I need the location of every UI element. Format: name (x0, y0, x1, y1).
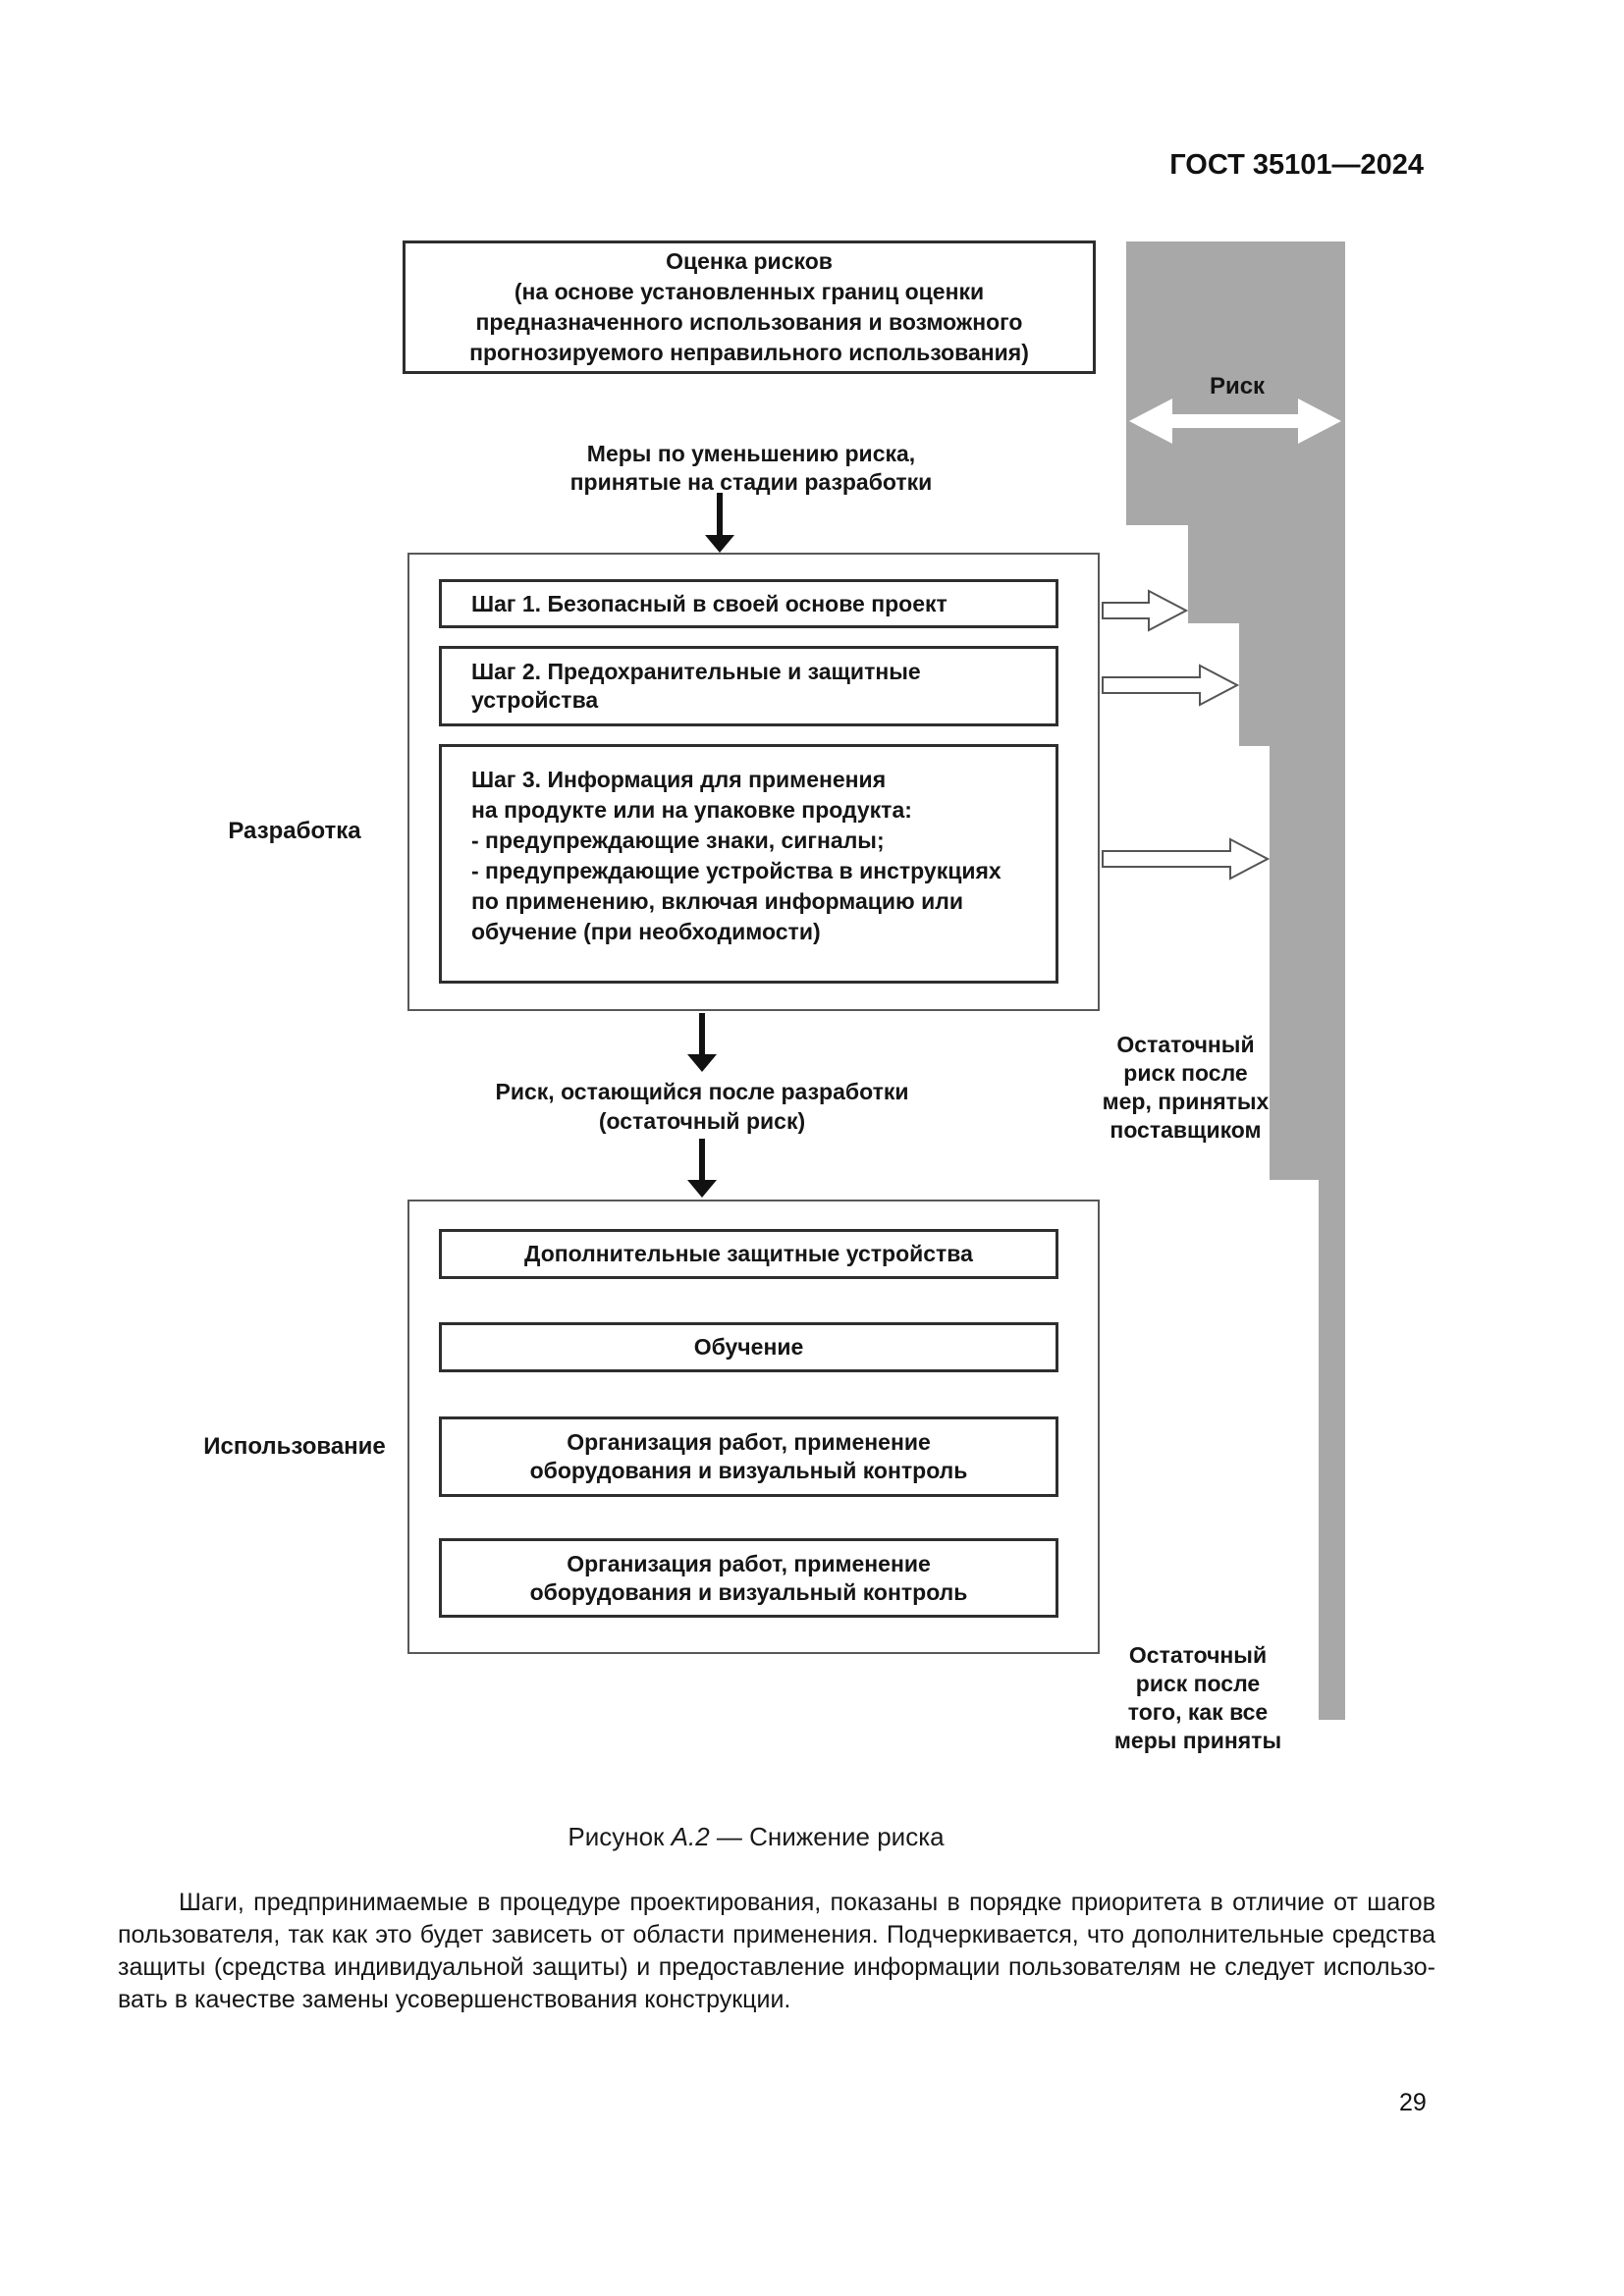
additional-protection-box: Дополнительные защитные устройства (439, 1229, 1058, 1279)
risk-width-label: Риск (1209, 373, 1266, 400)
work-organization-line: Организация работ, применение (567, 1429, 931, 1455)
risk-assessment-line: Оценка рисков (666, 248, 833, 274)
final-residual-line: риск после (1135, 1671, 1261, 1696)
figure-caption-prefix: Рисунок (568, 1822, 672, 1851)
development-stage-label: Разработка (228, 818, 361, 844)
down-arrow-icon (705, 493, 734, 553)
step2-box: Шаг 2. Предохранительные и защитные устр… (439, 646, 1058, 726)
step1-box: Шаг 1. Безопасный в своей основе проект (439, 579, 1058, 628)
risk-bar-step-3 (1239, 623, 1345, 746)
work-organization-box-2: Организация работ, применение оборудован… (439, 1538, 1058, 1618)
work-organization-box-1: Организация работ, применение оборудован… (439, 1416, 1058, 1497)
training-label: Обучение (693, 1334, 804, 1360)
step3-line: - предупреждающие устройства в инструкци… (471, 858, 1001, 883)
measures-line: принятые на стадии разработки (569, 469, 933, 495)
supplier-residual-line: риск после (1123, 1060, 1248, 1086)
final-residual-line: Остаточный (1128, 1642, 1268, 1668)
risk-bar-step-5 (1319, 1180, 1345, 1720)
body-paragraph: Шаги, предпринимаемые в процедуре проект… (118, 1887, 1435, 2016)
risk-assessment-line: (на основе установленных границ оценки (514, 279, 985, 304)
down-arrow-icon (687, 1139, 717, 1198)
residual-after-dev-line: Риск, остающийся после разработки (495, 1079, 909, 1104)
risk-assessment-line: прогнозируемого неправильного использова… (469, 340, 1029, 365)
paragraph-line: пользователя, так как это будет зависеть… (118, 1921, 1435, 1949)
risk-assessment-box: Оценка рисков (на основе установленных г… (403, 240, 1096, 374)
risk-double-arrow-icon (1129, 399, 1341, 444)
final-residual-line: того, как все (1127, 1699, 1269, 1725)
residual-after-dev-text: Риск, остающийся после разработки (остат… (476, 1077, 928, 1136)
use-stage-label: Использование (203, 1433, 386, 1460)
measures-line: Меры по уменьшению риска, (586, 441, 916, 466)
final-residual-line: меры приняты (1113, 1728, 1282, 1753)
final-residual-text: Остаточный риск после того, как все меры… (1105, 1641, 1291, 1755)
paragraph-line: вать в качестве замены усовершенствовани… (118, 1986, 791, 2013)
step3-line: - предупреждающие знаки, сигналы; (471, 828, 885, 853)
figure-caption-suffix: — Снижение риска (709, 1822, 945, 1851)
risk-bar-step-2 (1188, 525, 1345, 623)
supplier-residual-line: мер, принятых (1102, 1089, 1270, 1114)
down-arrow-icon (687, 1013, 717, 1072)
supplier-residual-line: Остаточный (1116, 1032, 1255, 1057)
step3-line: по применению, включая информацию или (471, 888, 963, 914)
training-box: Обучение (439, 1322, 1058, 1372)
measures-text: Меры по уменьшению риска, принятые на ст… (530, 440, 972, 497)
figure-caption-id: А.2 (671, 1822, 710, 1851)
step3-line: обучение (при необходимости) (471, 919, 821, 944)
risk-reduction-arrow-2-icon (1102, 664, 1239, 707)
step3-line: Шаг 3. Информация для применения (471, 767, 887, 792)
supplier-residual-line: поставщиком (1110, 1117, 1262, 1143)
paragraph-line: защиты (средства индивидуальной защиты) … (118, 1953, 1435, 1981)
step2-line: устройства (471, 687, 599, 713)
step2-line: Шаг 2. Предохранительные и защитные (471, 659, 921, 684)
risk-assessment-line: предназначенного использования и возможн… (475, 309, 1023, 335)
risk-reduction-arrow-1-icon (1102, 589, 1188, 632)
risk-bar-step-4 (1270, 746, 1345, 1180)
page-header: ГОСТ 35101—2024 (1169, 149, 1424, 181)
step1-label: Шаг 1. Безопасный в своей основе проект (471, 590, 947, 616)
page-number: 29 (1399, 2089, 1427, 2116)
additional-protection-label: Дополнительные защитные устройства (524, 1241, 973, 1266)
risk-bar-step-1 (1126, 241, 1345, 525)
use-container (407, 1200, 1100, 1654)
risk-reduction-arrow-3-icon (1102, 837, 1270, 881)
step3-line: на продукте или на упаковке продукта: (471, 797, 912, 823)
residual-after-dev-line: (остаточный риск) (598, 1108, 806, 1134)
work-organization-line: оборудования и визуальный контроль (529, 1458, 968, 1483)
step3-box: Шаг 3. Информация для применения на прод… (439, 744, 1058, 984)
supplier-residual-text: Остаточный риск после мер, принятых пост… (1095, 1031, 1276, 1145)
figure-caption: Рисунок А.2 — Снижение риска (407, 1822, 1105, 1852)
work-organization-line: Организация работ, применение (567, 1550, 931, 1576)
work-organization-line: оборудования и визуальный контроль (529, 1578, 968, 1605)
paragraph-line: Шаги, предпринимаемые в процедуре проект… (179, 1889, 1435, 1916)
development-container (407, 553, 1100, 1011)
